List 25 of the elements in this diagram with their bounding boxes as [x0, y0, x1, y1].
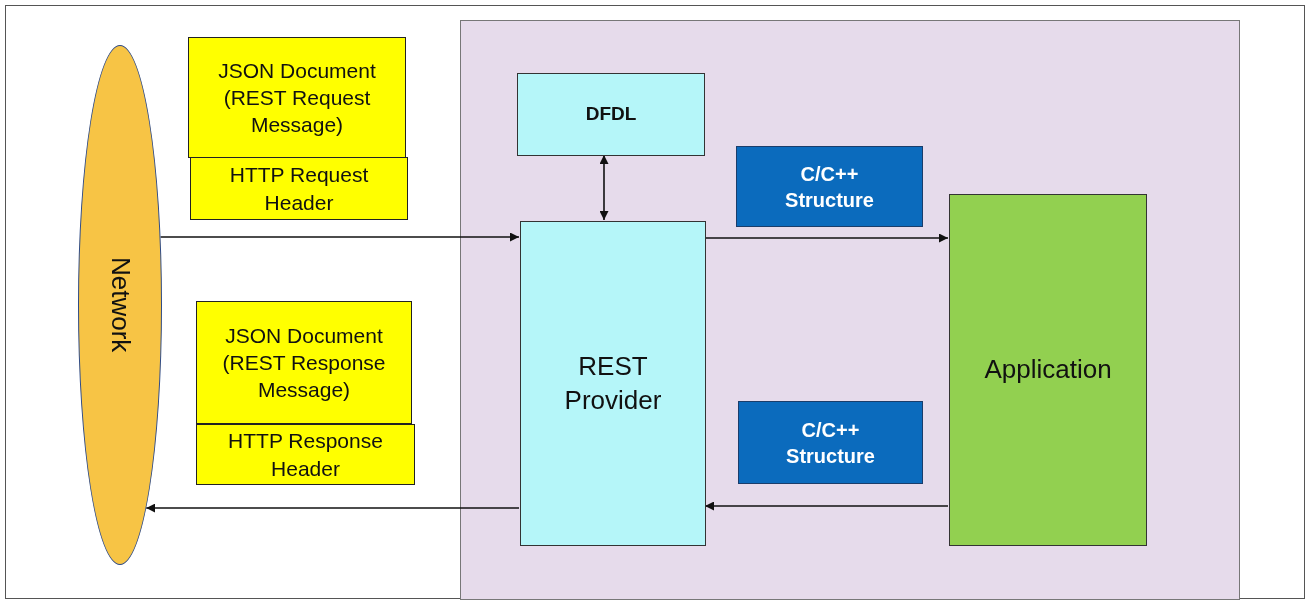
message-box: [196, 301, 412, 424]
node-label: Network: [104, 257, 137, 353]
arrow: [145, 503, 520, 513]
header-box: [196, 424, 415, 485]
message-box: [188, 37, 406, 158]
container-panel: [460, 20, 1240, 600]
application-box: [949, 194, 1147, 546]
arrow: [704, 501, 949, 511]
structure-box: [736, 146, 923, 227]
process-box: [520, 221, 706, 546]
arrow: [159, 232, 520, 242]
node-label: REST Provider: [563, 349, 663, 417]
node-label: JSON Document (REST Response Message): [221, 322, 387, 404]
process-box: [517, 73, 705, 156]
arrow: [599, 154, 609, 221]
node-label: C/C++ Structure: [785, 417, 876, 469]
arrow: [704, 233, 949, 243]
node-label: C/C++ Structure: [784, 161, 875, 213]
node-label: HTTP Request Header: [228, 162, 370, 216]
structure-box: [738, 401, 923, 484]
header-box: [190, 157, 408, 220]
node-label: HTTP Response Header: [227, 428, 384, 482]
node-label: JSON Document (REST Request Message): [217, 57, 377, 139]
node-label: DFDL: [584, 102, 638, 127]
node-label: Application: [983, 353, 1113, 387]
